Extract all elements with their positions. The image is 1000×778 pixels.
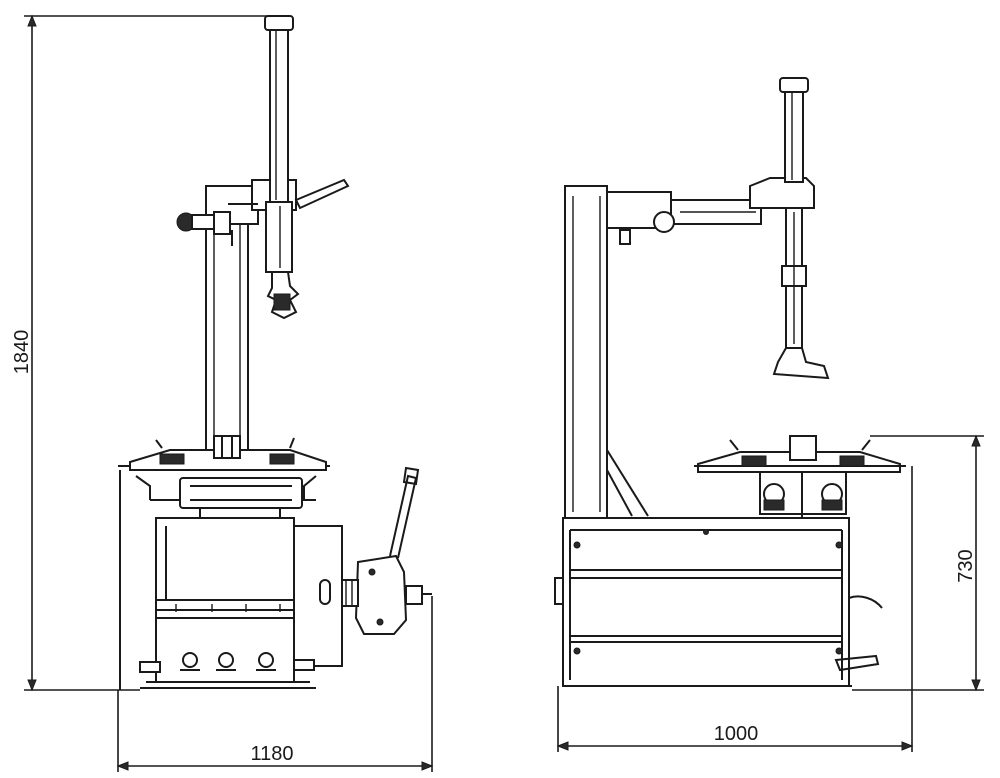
dimension-side-depth — [556, 466, 914, 752]
front-cabinet — [139, 517, 343, 689]
front-turntable — [118, 435, 330, 690]
front-vertical-shaft — [264, 15, 350, 320]
turntable-height-label: 730 — [955, 549, 977, 582]
dimension-overall-height — [24, 14, 268, 692]
side-turntable — [694, 435, 906, 518]
overall-height-label: 1840 — [11, 330, 33, 375]
side-view: 1000 730 — [554, 77, 984, 752]
front-width-label: 1180 — [250, 743, 293, 765]
side-horizontal-arm — [606, 177, 815, 245]
front-bead-breaker — [341, 466, 432, 635]
side-cabinet — [554, 517, 883, 687]
side-vertical-shaft — [772, 77, 830, 380]
side-column — [564, 185, 649, 519]
pedal-set — [180, 652, 276, 671]
dimension-turntable-height — [852, 434, 984, 692]
front-view: 1840 1180 — [11, 14, 434, 772]
side-depth-label: 1000 — [714, 723, 759, 745]
dimension-front-width — [116, 596, 434, 772]
